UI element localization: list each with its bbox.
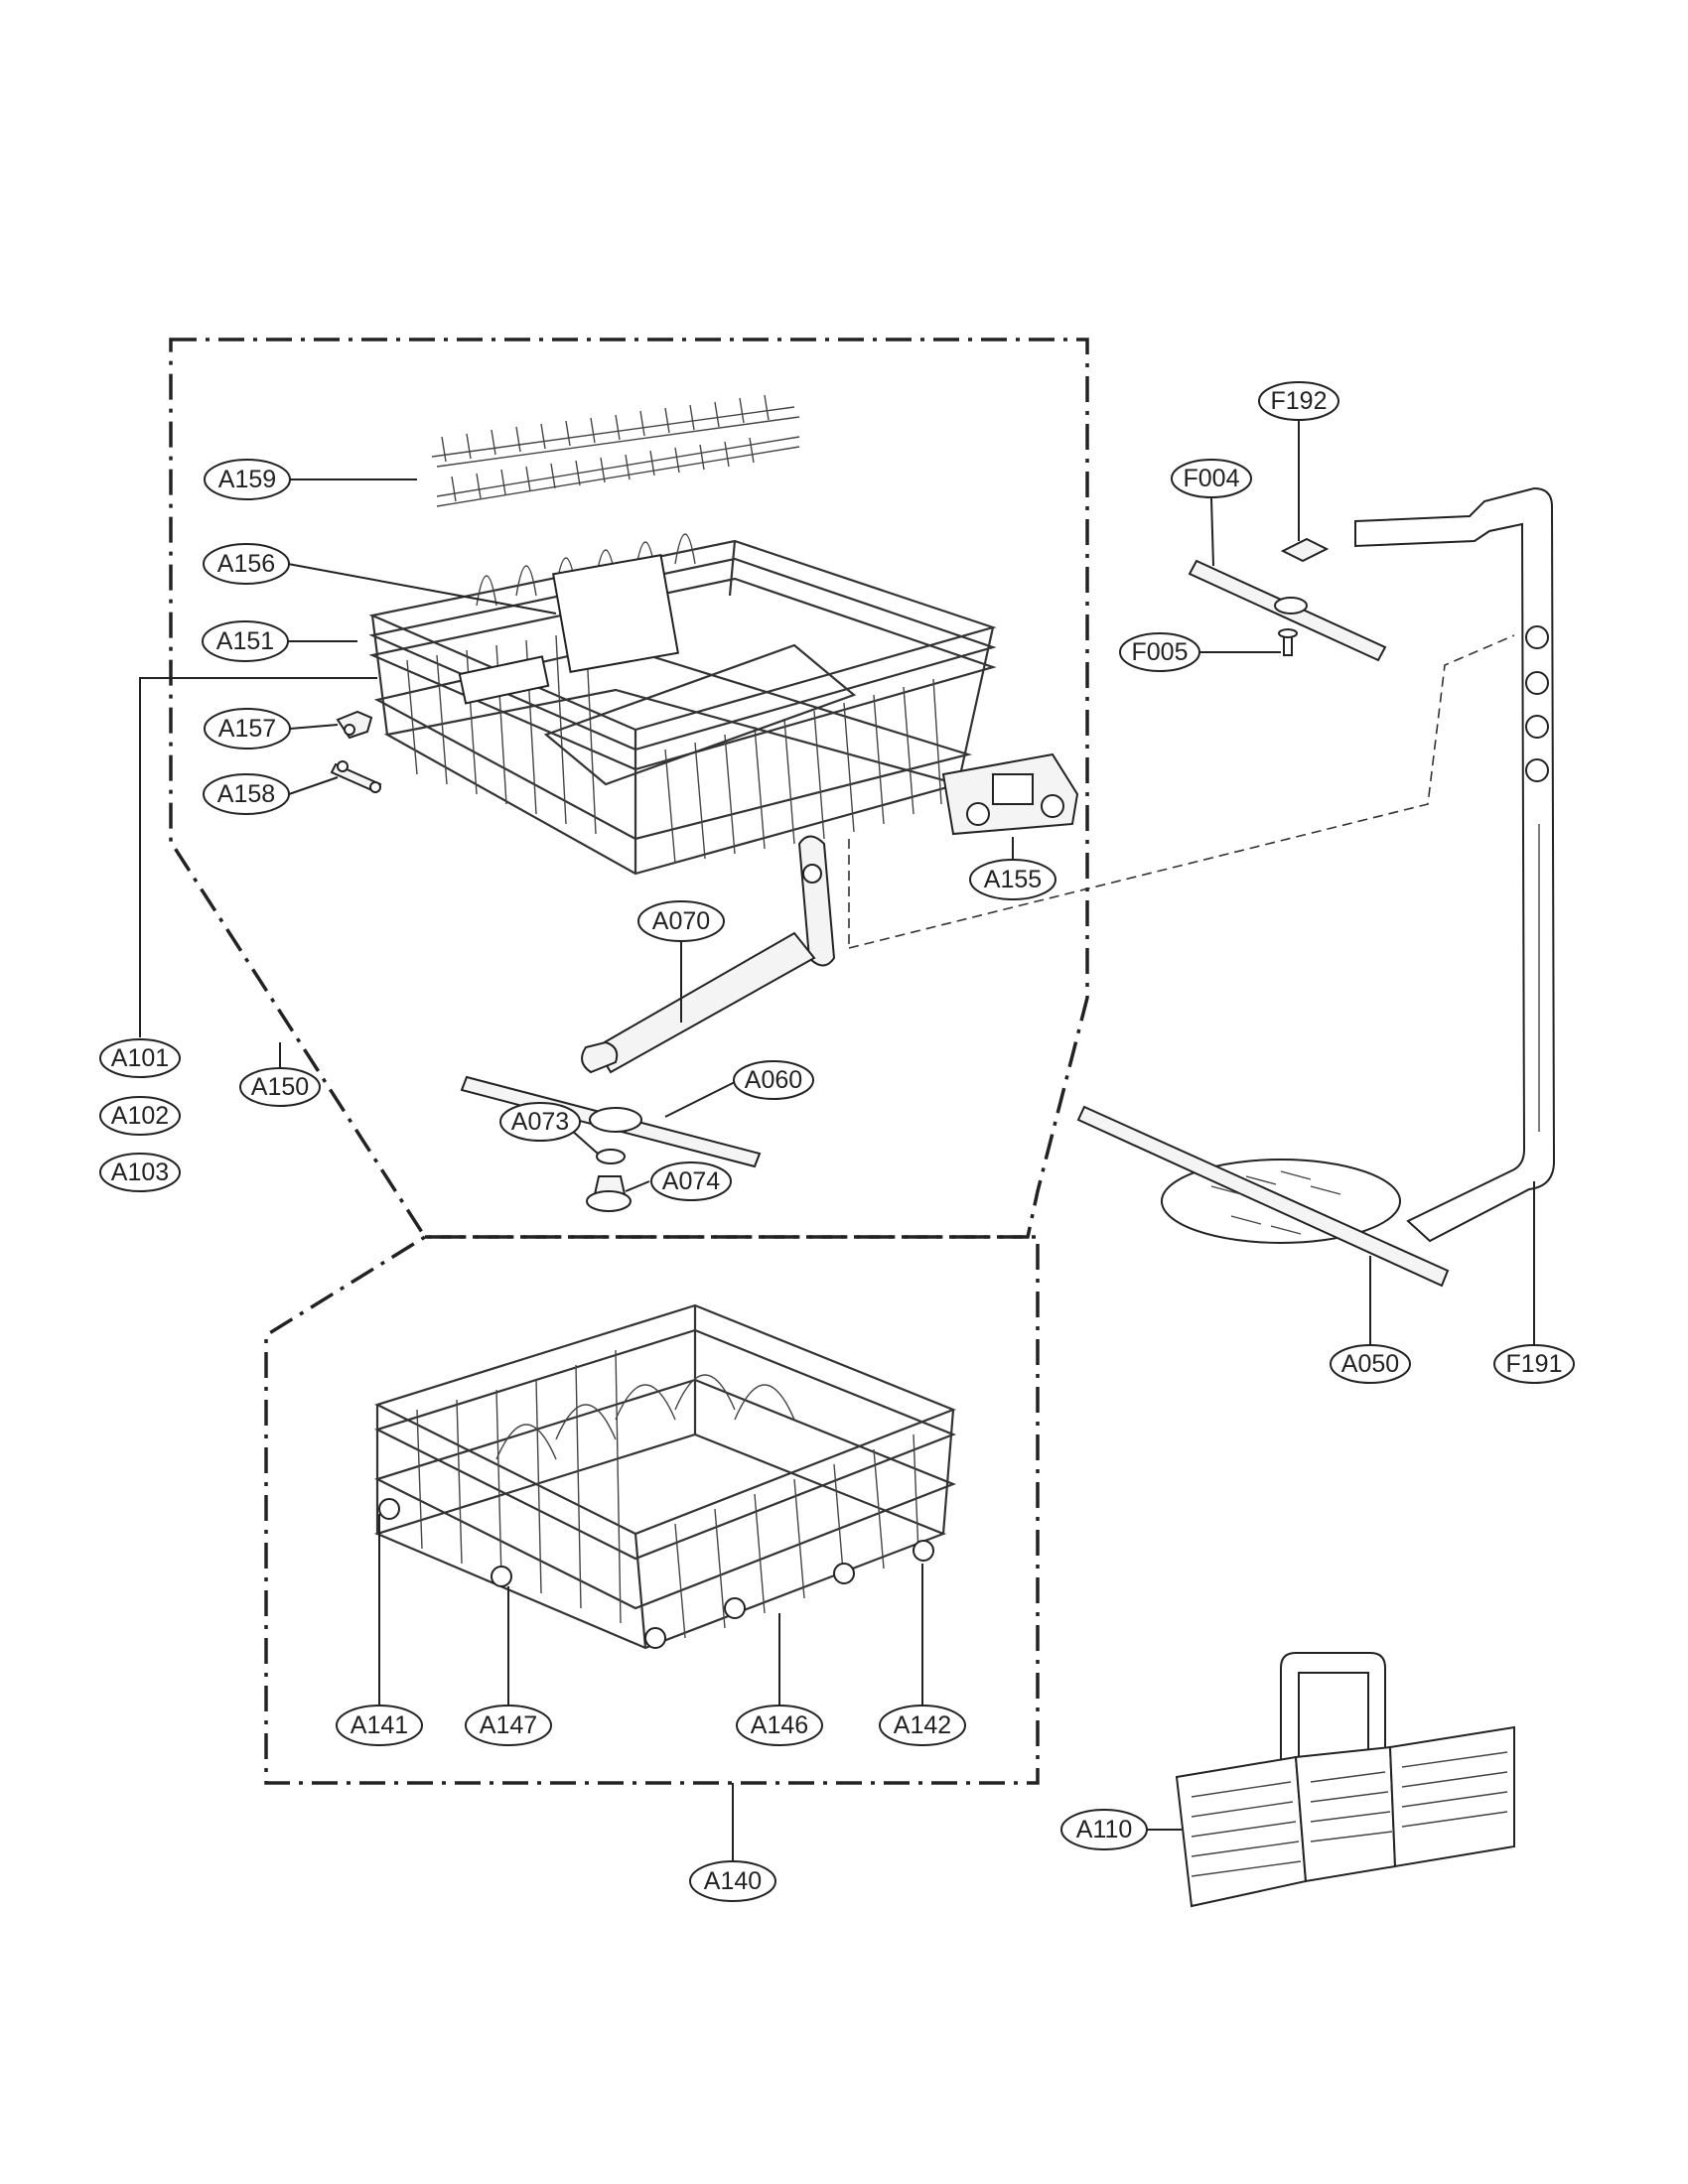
callout-A073: A073 bbox=[499, 1102, 581, 1142]
callout-A103-text: A103 bbox=[111, 1159, 169, 1186]
callout-A110: A110 bbox=[1060, 1809, 1148, 1850]
callout-A102: A102 bbox=[99, 1096, 181, 1136]
rack-bracket-part bbox=[330, 760, 382, 794]
callout-A101-text: A101 bbox=[111, 1044, 169, 1072]
callout-A074: A074 bbox=[650, 1161, 732, 1201]
callout-A050: A050 bbox=[1330, 1344, 1411, 1384]
rack-clip-part bbox=[336, 710, 373, 740]
callout-A050-text: A050 bbox=[1341, 1350, 1399, 1378]
callout-A073-text: A073 bbox=[511, 1108, 569, 1136]
callout-A146: A146 bbox=[736, 1705, 823, 1746]
lower-rack-boundary bbox=[264, 1235, 1040, 1785]
callout-A147: A147 bbox=[465, 1705, 552, 1746]
callout-A147-text: A147 bbox=[480, 1711, 537, 1739]
callout-F192-text: F192 bbox=[1271, 387, 1328, 415]
leader-A060 bbox=[664, 1081, 736, 1118]
leader-A156 bbox=[287, 563, 557, 614]
callout-A060: A060 bbox=[733, 1060, 814, 1100]
callout-A101: A101 bbox=[99, 1038, 181, 1078]
callout-A159-text: A159 bbox=[218, 466, 276, 493]
callout-A146-text: A146 bbox=[751, 1711, 808, 1739]
rack-adjuster bbox=[941, 752, 1079, 836]
leader-A101 bbox=[139, 677, 377, 1037]
silverware-basket bbox=[1175, 1652, 1515, 1908]
leader-A157 bbox=[289, 724, 339, 730]
callout-A150-text: A150 bbox=[251, 1073, 309, 1101]
seal-ring-part bbox=[596, 1149, 626, 1164]
leader-A158 bbox=[288, 776, 339, 795]
callout-F191: F191 bbox=[1493, 1344, 1575, 1384]
callout-A156: A156 bbox=[203, 543, 290, 585]
upper-dish-rack bbox=[368, 533, 997, 876]
washer-part bbox=[1280, 537, 1330, 563]
supply-tube bbox=[1354, 486, 1556, 1243]
callout-A151: A151 bbox=[202, 620, 289, 662]
callout-A159: A159 bbox=[204, 459, 291, 500]
callout-F005: F005 bbox=[1119, 632, 1200, 672]
callout-A150: A150 bbox=[239, 1067, 321, 1107]
callout-A140-text: A140 bbox=[704, 1867, 762, 1895]
callout-A140: A140 bbox=[689, 1860, 776, 1902]
callout-F004: F004 bbox=[1171, 459, 1252, 498]
callout-A110-text: A110 bbox=[1076, 1816, 1133, 1843]
callout-A060-text: A060 bbox=[745, 1066, 802, 1094]
spray-nut-part bbox=[586, 1175, 632, 1212]
callout-A151-text: A151 bbox=[216, 627, 274, 655]
callout-A074-text: A074 bbox=[662, 1167, 720, 1195]
leader-F004 bbox=[1210, 497, 1214, 567]
callout-A157-text: A157 bbox=[218, 715, 276, 743]
upper-rack-boundary bbox=[169, 338, 1089, 1239]
callout-A158: A158 bbox=[203, 773, 290, 815]
callout-A158-text: A158 bbox=[217, 780, 275, 808]
callout-F192: F192 bbox=[1258, 381, 1339, 421]
lower-dish-rack bbox=[373, 1303, 956, 1650]
callout-F191-text: F191 bbox=[1506, 1350, 1563, 1378]
top-spray-arm bbox=[1188, 559, 1387, 662]
callout-A102-text: A102 bbox=[111, 1102, 169, 1130]
leader-A074 bbox=[625, 1180, 650, 1192]
cup-shelf-tines bbox=[431, 394, 800, 507]
callout-A155: A155 bbox=[969, 859, 1056, 900]
screw-part bbox=[1278, 628, 1298, 656]
callout-F004-text: F004 bbox=[1184, 465, 1240, 492]
callout-A142: A142 bbox=[879, 1705, 966, 1746]
lower-spray-arm bbox=[1076, 1105, 1450, 1288]
callout-A142-text: A142 bbox=[894, 1711, 951, 1739]
callout-A156-text: A156 bbox=[217, 550, 275, 578]
callout-A070-text: A070 bbox=[652, 907, 710, 935]
upper-supply-tube bbox=[581, 835, 836, 1074]
callout-A141: A141 bbox=[336, 1705, 423, 1746]
mid-spray-arm bbox=[460, 1075, 762, 1168]
callout-F005-text: F005 bbox=[1132, 638, 1189, 666]
callout-A103: A103 bbox=[99, 1153, 181, 1192]
callout-A070: A070 bbox=[637, 900, 725, 942]
callout-A155-text: A155 bbox=[984, 866, 1042, 893]
callout-A157: A157 bbox=[204, 708, 291, 750]
callout-A141-text: A141 bbox=[351, 1711, 408, 1739]
